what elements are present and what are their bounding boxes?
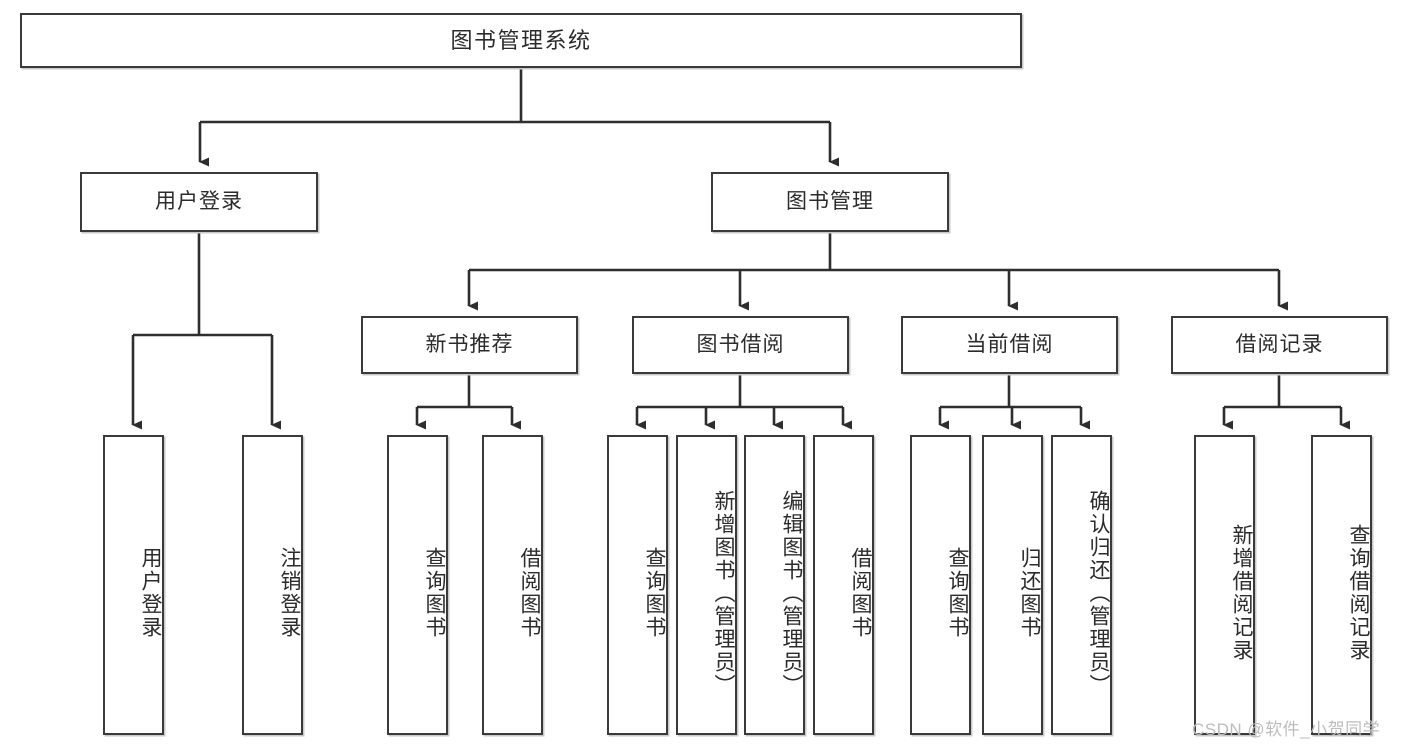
leaf-label: 编辑图书（管理员） [780, 489, 803, 697]
leaf-confirm-return-admin[interactable]: 确认归还（管理员） [1051, 435, 1112, 735]
leaf-label: 借阅图书 [849, 547, 872, 639]
node-new-book-recommend[interactable]: 新书推荐 [361, 316, 578, 374]
leaf-label: 查询借阅记录 [1347, 524, 1370, 662]
leaf-label: 查询图书 [423, 547, 446, 639]
leaf-label: 查询图书 [643, 547, 666, 639]
leaf-return-book[interactable]: 归还图书 [982, 435, 1043, 735]
node-new-book-recommend-label: 新书推荐 [425, 332, 514, 356]
leaf-query-book-recommend[interactable]: 查询图书 [387, 435, 448, 735]
node-book-borrow-label: 图书借阅 [696, 332, 785, 356]
leaf-label: 归还图书 [1018, 547, 1041, 639]
leaf-label: 确认归还（管理员） [1087, 489, 1110, 697]
leaf-add-book-admin[interactable]: 新增图书（管理员） [676, 435, 737, 735]
node-root-label: 图书管理系统 [450, 27, 592, 53]
node-book-management[interactable]: 图书管理 [711, 172, 949, 232]
leaf-borrow-book-recommend[interactable]: 借阅图书 [482, 435, 543, 735]
watermark: CSDN @软件_小贺同学 [1192, 720, 1381, 739]
leaf-label: 查询图书 [946, 547, 969, 639]
leaf-label: 新增借阅记录 [1230, 524, 1253, 662]
leaf-query-book-borrow[interactable]: 查询图书 [607, 435, 668, 735]
node-book-management-label: 图书管理 [786, 189, 874, 213]
leaf-add-borrow-record[interactable]: 新增借阅记录 [1194, 435, 1255, 735]
leaf-label: 注销登录 [278, 547, 301, 639]
node-borrow-record-label: 借阅记录 [1235, 332, 1324, 356]
node-user-login-label: 用户登录 [155, 189, 243, 213]
node-root[interactable]: 图书管理系统 [20, 13, 1022, 68]
leaf-logout[interactable]: 注销登录 [242, 435, 303, 735]
node-borrow-record[interactable]: 借阅记录 [1171, 316, 1388, 374]
node-user-login[interactable]: 用户登录 [80, 172, 318, 232]
leaf-edit-book-admin[interactable]: 编辑图书（管理员） [744, 435, 805, 735]
leaf-user-login[interactable]: 用户登录 [103, 435, 164, 735]
leaf-borrow-book[interactable]: 借阅图书 [813, 435, 874, 735]
node-current-borrow-label: 当前借阅 [965, 332, 1054, 356]
node-current-borrow[interactable]: 当前借阅 [901, 316, 1118, 374]
node-book-borrow[interactable]: 图书借阅 [632, 316, 849, 374]
leaf-query-book-current[interactable]: 查询图书 [910, 435, 971, 735]
leaf-query-borrow-record[interactable]: 查询借阅记录 [1311, 435, 1372, 735]
leaf-label: 借阅图书 [518, 547, 541, 639]
leaf-label: 新增图书（管理员） [712, 489, 735, 697]
leaf-label: 用户登录 [139, 547, 162, 639]
